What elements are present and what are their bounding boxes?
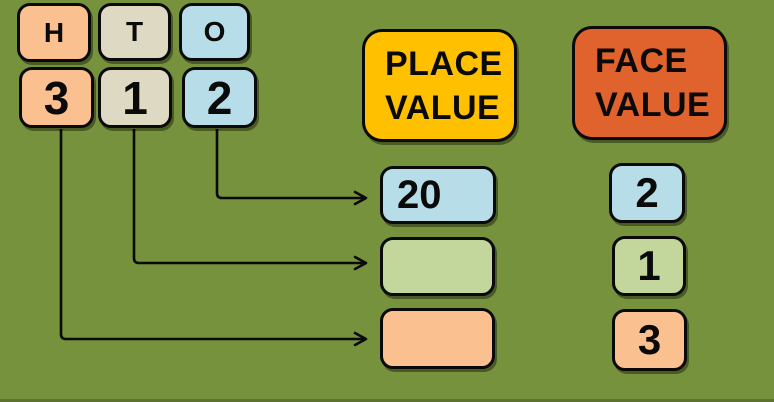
face-value-title-line2: VALUE (595, 86, 711, 124)
column-header-ones: O (179, 3, 250, 61)
place-value-result-hundreds (380, 308, 495, 369)
face-value-result-ones: 2 (609, 163, 685, 223)
place-value-result-ones: 20 (380, 166, 496, 224)
bottom-edge-strip (0, 399, 774, 402)
arrow-tens-to-place-value (132, 129, 368, 271)
arrow-hundreds-to-place-value (59, 129, 368, 347)
arrow-ones-to-place-value (215, 129, 368, 206)
place-value-title-line1: PLACE (385, 44, 503, 83)
place-value-result-tens (380, 237, 495, 296)
column-header-hundreds: H (17, 3, 91, 62)
column-header-tens: T (98, 3, 171, 61)
digit-box-tens: 1 (98, 67, 172, 128)
face-value-result-tens: 1 (612, 236, 686, 296)
face-value-title-box: FACE VALUE (572, 26, 727, 140)
place-value-title-line2: VALUE (385, 88, 501, 127)
digit-box-ones: 2 (182, 67, 257, 128)
place-value-title-box: PLACE VALUE (362, 29, 517, 142)
digit-box-hundreds: 3 (19, 67, 94, 128)
face-value-title-line1: FACE (595, 42, 688, 80)
face-value-result-hundreds: 3 (612, 309, 687, 371)
